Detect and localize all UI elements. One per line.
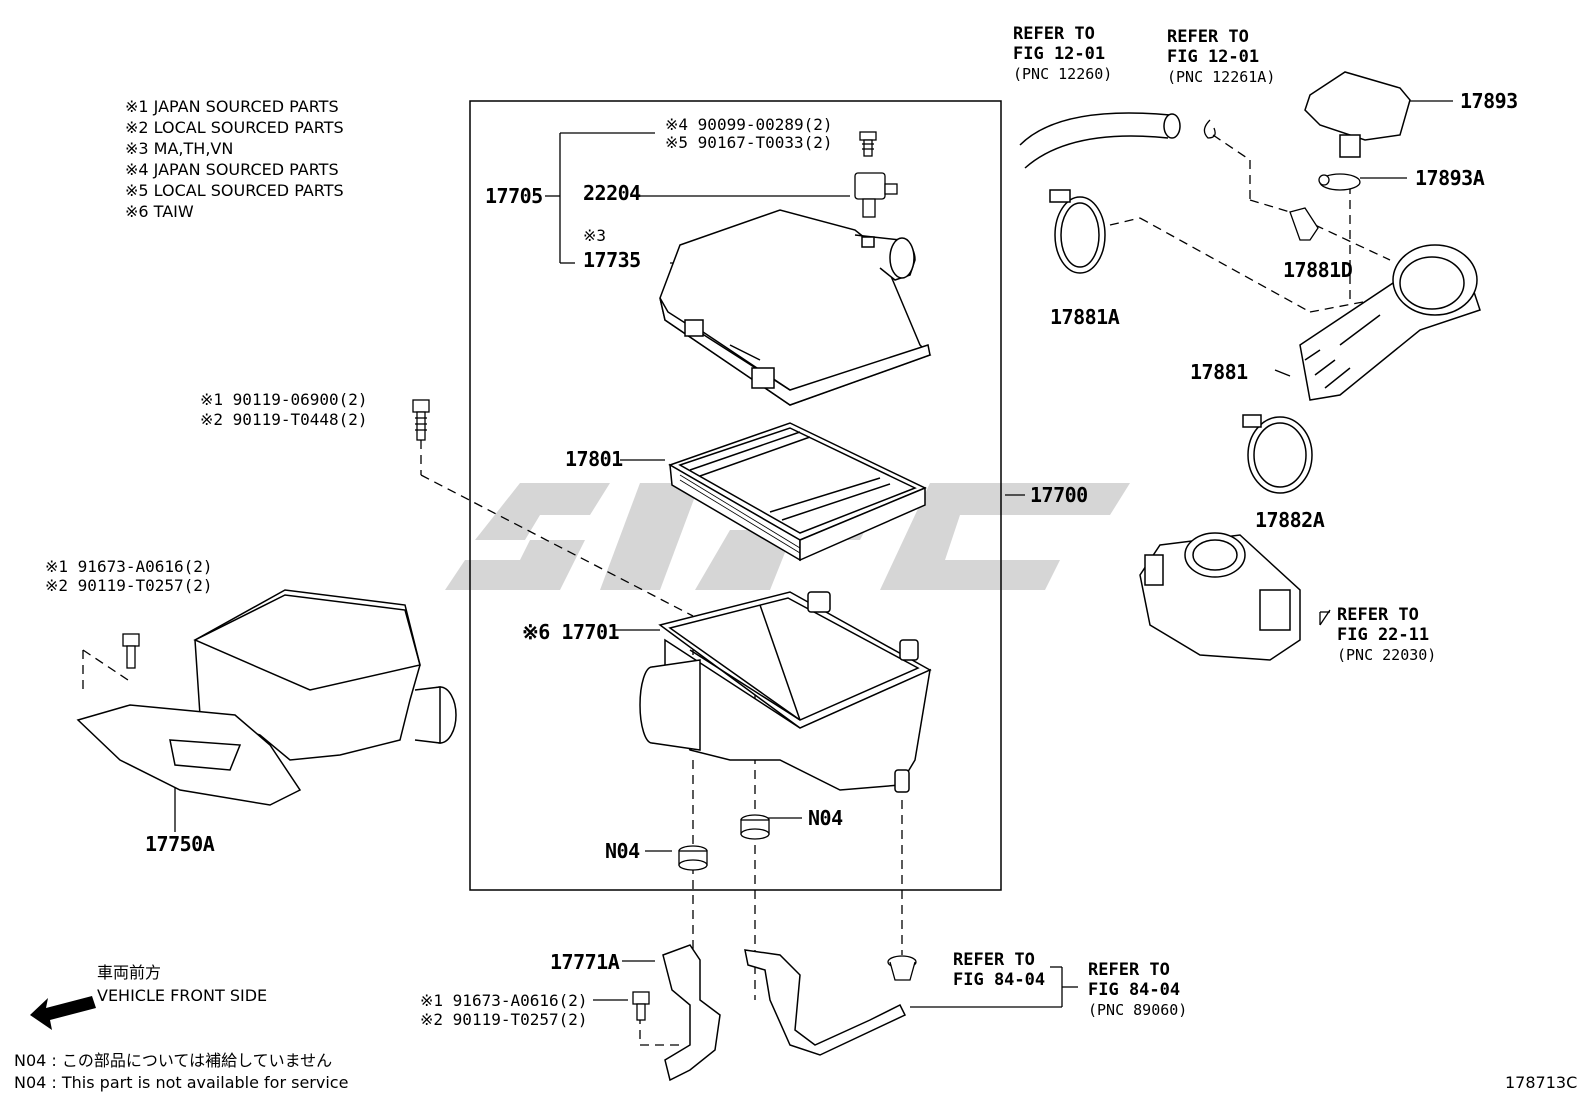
refer-line: (PNC 12261A) [1167, 68, 1276, 86]
bracket-17771a [662, 944, 721, 1082]
sensor-22204 [854, 172, 898, 218]
bolt-91673-upper [122, 633, 140, 669]
refer-line: REFER TO [1337, 605, 1419, 625]
note-6: ※6 TAIW [125, 202, 194, 221]
refer-line: FIG 84-04 [953, 970, 1046, 990]
front-arrow-icon [30, 996, 96, 1030]
refer-line: REFER TO [1013, 24, 1095, 44]
label-17881d: 17881D [1283, 258, 1353, 282]
label-91673-a0616-lower: ※1 91673-A0616(2) [420, 991, 588, 1010]
note-3: ※3 MA,TH,VN [125, 139, 234, 158]
refer-fig-84-04-b: REFER TO FIG 84-04 (PNC 89060) [1088, 960, 1187, 1020]
label-n04-left: N04 [605, 839, 640, 863]
refer-fig-84-04-a: REFER TO FIG 84-04 [953, 950, 1045, 990]
resonator-17750a [76, 589, 457, 806]
clip-12261a [1203, 119, 1216, 139]
label-17735-note: ※3 [583, 226, 607, 245]
clamp-17882a [1242, 414, 1313, 494]
part-17893 [1304, 71, 1411, 158]
label-17735: 17735 [583, 248, 641, 272]
refer-fig-12-01-b: REFER TO FIG 12-01 (PNC 12261A) [1167, 27, 1275, 87]
label-17801: 17801 [565, 447, 623, 471]
refer-line: (PNC 22030) [1337, 646, 1437, 664]
label-17882a: 17882A [1255, 508, 1325, 532]
note-4: ※4 JAPAN SOURCED PARTS [125, 160, 339, 179]
label-17705: 17705 [485, 184, 543, 208]
label-17701: ※6 17701 [522, 620, 620, 644]
label-17881a: 17881A [1050, 305, 1120, 329]
clamp-17893a [1318, 173, 1361, 191]
refer-line: FIG 84-04 [1088, 980, 1181, 1000]
refer-line: (PNC 12260) [1013, 65, 1113, 83]
clamp-17881a [1049, 189, 1106, 274]
label-17881: 17881 [1190, 360, 1248, 384]
label-17750a: 17750A [145, 832, 215, 856]
label-17893a: 17893A [1415, 166, 1485, 190]
label-90119-t0257-upper: ※2 90119-T0257(2) [45, 576, 213, 595]
label-90167: ※5 90167-T0033(2) [665, 133, 833, 152]
throttle-body-22030 [1139, 532, 1301, 661]
screw-90099 [859, 131, 877, 157]
label-90099: ※4 90099-00289(2) [665, 115, 833, 134]
air-cleaner-cap-17735 [659, 209, 932, 406]
filter-element-17801 [668, 422, 927, 562]
front-label-en: VEHICLE FRONT SIDE [97, 986, 268, 1005]
clip [887, 955, 917, 981]
notes-legend: ※1 JAPAN SOURCED PARTS ※2 LOCAL SOURCED … [125, 96, 344, 222]
refer-line: REFER TO [1088, 960, 1170, 980]
refer-line: FIG 12-01 [1167, 47, 1260, 67]
refer-line: FIG 12-01 [1013, 44, 1106, 64]
label-90119-06900: ※1 90119-06900(2) [200, 390, 368, 409]
note-2: ※2 LOCAL SOURCED PARTS [125, 118, 344, 137]
label-17771a: 17771A [550, 950, 620, 974]
footer-note-jp: N04 : この部品については補給していません [14, 1051, 333, 1070]
note-5: ※5 LOCAL SOURCED PARTS [125, 181, 344, 200]
label-n04-right: N04 [808, 806, 843, 830]
bolt-91673-lower [632, 991, 650, 1021]
note-1: ※1 JAPAN SOURCED PARTS [125, 97, 339, 116]
air-cleaner-case-17701 [639, 591, 932, 793]
front-label-jp: 車両前方 [97, 963, 162, 982]
refer-line: FIG 22-11 [1337, 625, 1430, 645]
refer-line: REFER TO [1167, 27, 1249, 47]
label-90119-t0448: ※2 90119-T0448(2) [200, 410, 368, 429]
part-17881d [1289, 207, 1319, 241]
footer-note-en: N04 : This part is not available for ser… [14, 1073, 349, 1092]
label-90119-t0257-lower: ※2 90119-T0257(2) [420, 1010, 588, 1029]
label-22204: 22204 [583, 181, 641, 205]
refer-line: REFER TO [953, 950, 1035, 970]
hose-12260 [1019, 112, 1181, 169]
intake-hose-17881 [1299, 244, 1481, 401]
refer-line: (PNC 89060) [1088, 1001, 1188, 1019]
refer-fig-22-11: REFER TO FIG 22-11 (PNC 22030) [1337, 605, 1436, 665]
refer-fig-12-01-a: REFER TO FIG 12-01 (PNC 12260) [1013, 24, 1112, 84]
bolt-90119 [412, 399, 430, 441]
grommets-n04 [678, 814, 770, 871]
label-91673-a0616-upper: ※1 91673-A0616(2) [45, 557, 213, 576]
assembly-box-17700 [469, 100, 1002, 891]
label-17893: 17893 [1460, 89, 1518, 113]
label-17700: 17700 [1030, 483, 1088, 507]
bracket-lower-right [744, 949, 907, 1056]
figure-id: 178713C [1505, 1073, 1578, 1092]
